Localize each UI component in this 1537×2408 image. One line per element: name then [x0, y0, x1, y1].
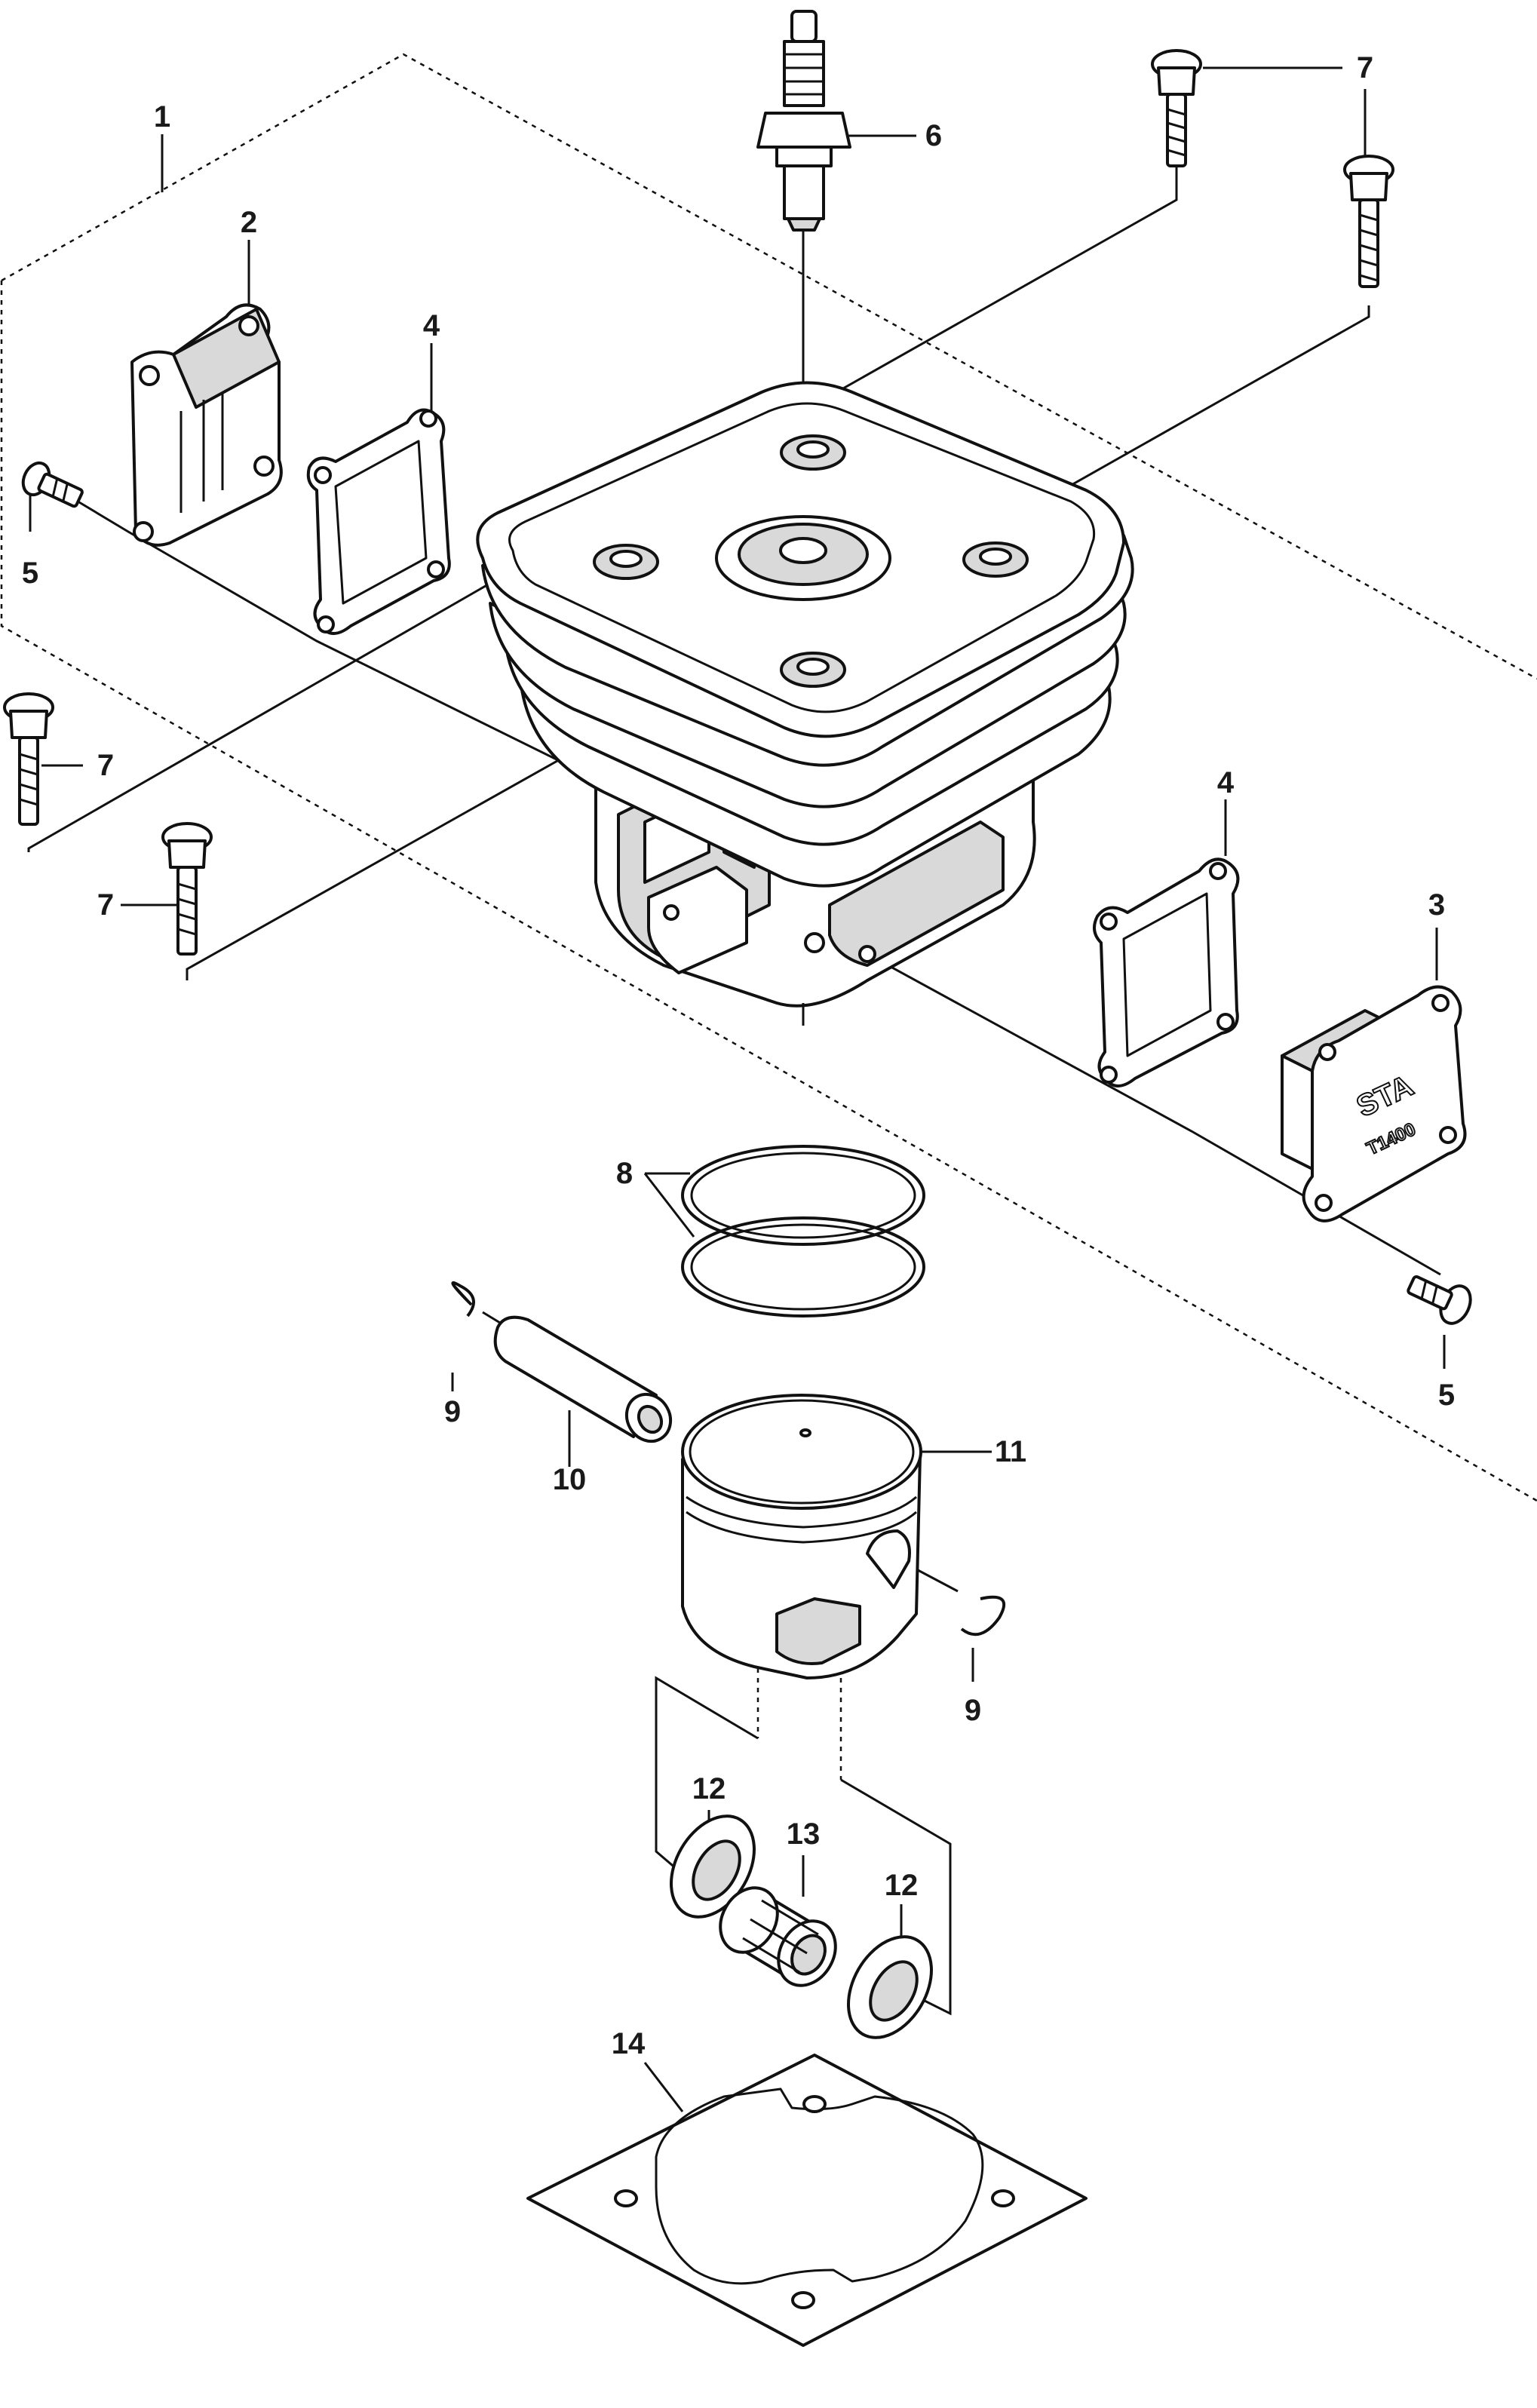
callout-14: 14: [612, 2027, 646, 2060]
callout-9-left: 9: [444, 1395, 461, 1428]
piston-pin: [493, 1315, 673, 1443]
exhaust-cover: STA T1400: [1281, 985, 1467, 1222]
screw-7-left-lower: [161, 822, 213, 956]
piston-rings: [681, 1145, 925, 1317]
screw-5-right: [1407, 1275, 1472, 1325]
screw-7-left-upper: [3, 692, 54, 826]
base-gasket: [526, 2054, 1088, 2347]
thrust-washer-left: [670, 1814, 756, 1919]
circlip-right: [960, 1595, 1006, 1637]
thrust-washer-right: [847, 1935, 933, 2039]
callout-1: 1: [154, 100, 170, 133]
gasket-right: [1093, 857, 1240, 1087]
callout-7-left-upper: 7: [97, 749, 114, 782]
callout-8: 8: [616, 1157, 633, 1190]
callout-5-right: 5: [1438, 1379, 1455, 1412]
screw-5-left: [21, 461, 84, 508]
callout-2: 2: [241, 206, 257, 239]
callout-10: 10: [553, 1463, 587, 1496]
callout-labels: 1 2 3 4 4 5 5 6 7 7 7 7 8 9 10 11 9 12 1…: [22, 51, 1455, 2060]
piston: [681, 1394, 922, 1679]
callout-4-right: 4: [1217, 766, 1235, 799]
screw-7-top-right: [1343, 155, 1394, 288]
callout-4-left: 4: [423, 309, 440, 342]
callout-7-top: 7: [1357, 51, 1373, 84]
callout-12-left: 12: [692, 1772, 726, 1805]
inlet-cover: [130, 303, 283, 547]
callout-7-left-lower: 7: [97, 888, 114, 922]
callout-11: 11: [995, 1435, 1026, 1468]
circlip-left: [451, 1281, 475, 1317]
spark-plug: [756, 10, 851, 232]
callout-12-right: 12: [885, 1869, 919, 1902]
callout-5-left: 5: [22, 557, 38, 590]
callout-3: 3: [1428, 888, 1445, 922]
cylinder-body: [476, 381, 1134, 1026]
gasket-left: [306, 408, 451, 635]
callout-9-right: 9: [965, 1694, 981, 1727]
cylinder-assembly-boundary: [0, 53, 1537, 1502]
callout-13: 13: [787, 1818, 821, 1851]
screw-7-top-left: [1151, 49, 1202, 167]
needle-bearing: [719, 1886, 837, 1987]
callout-6: 6: [925, 119, 942, 152]
